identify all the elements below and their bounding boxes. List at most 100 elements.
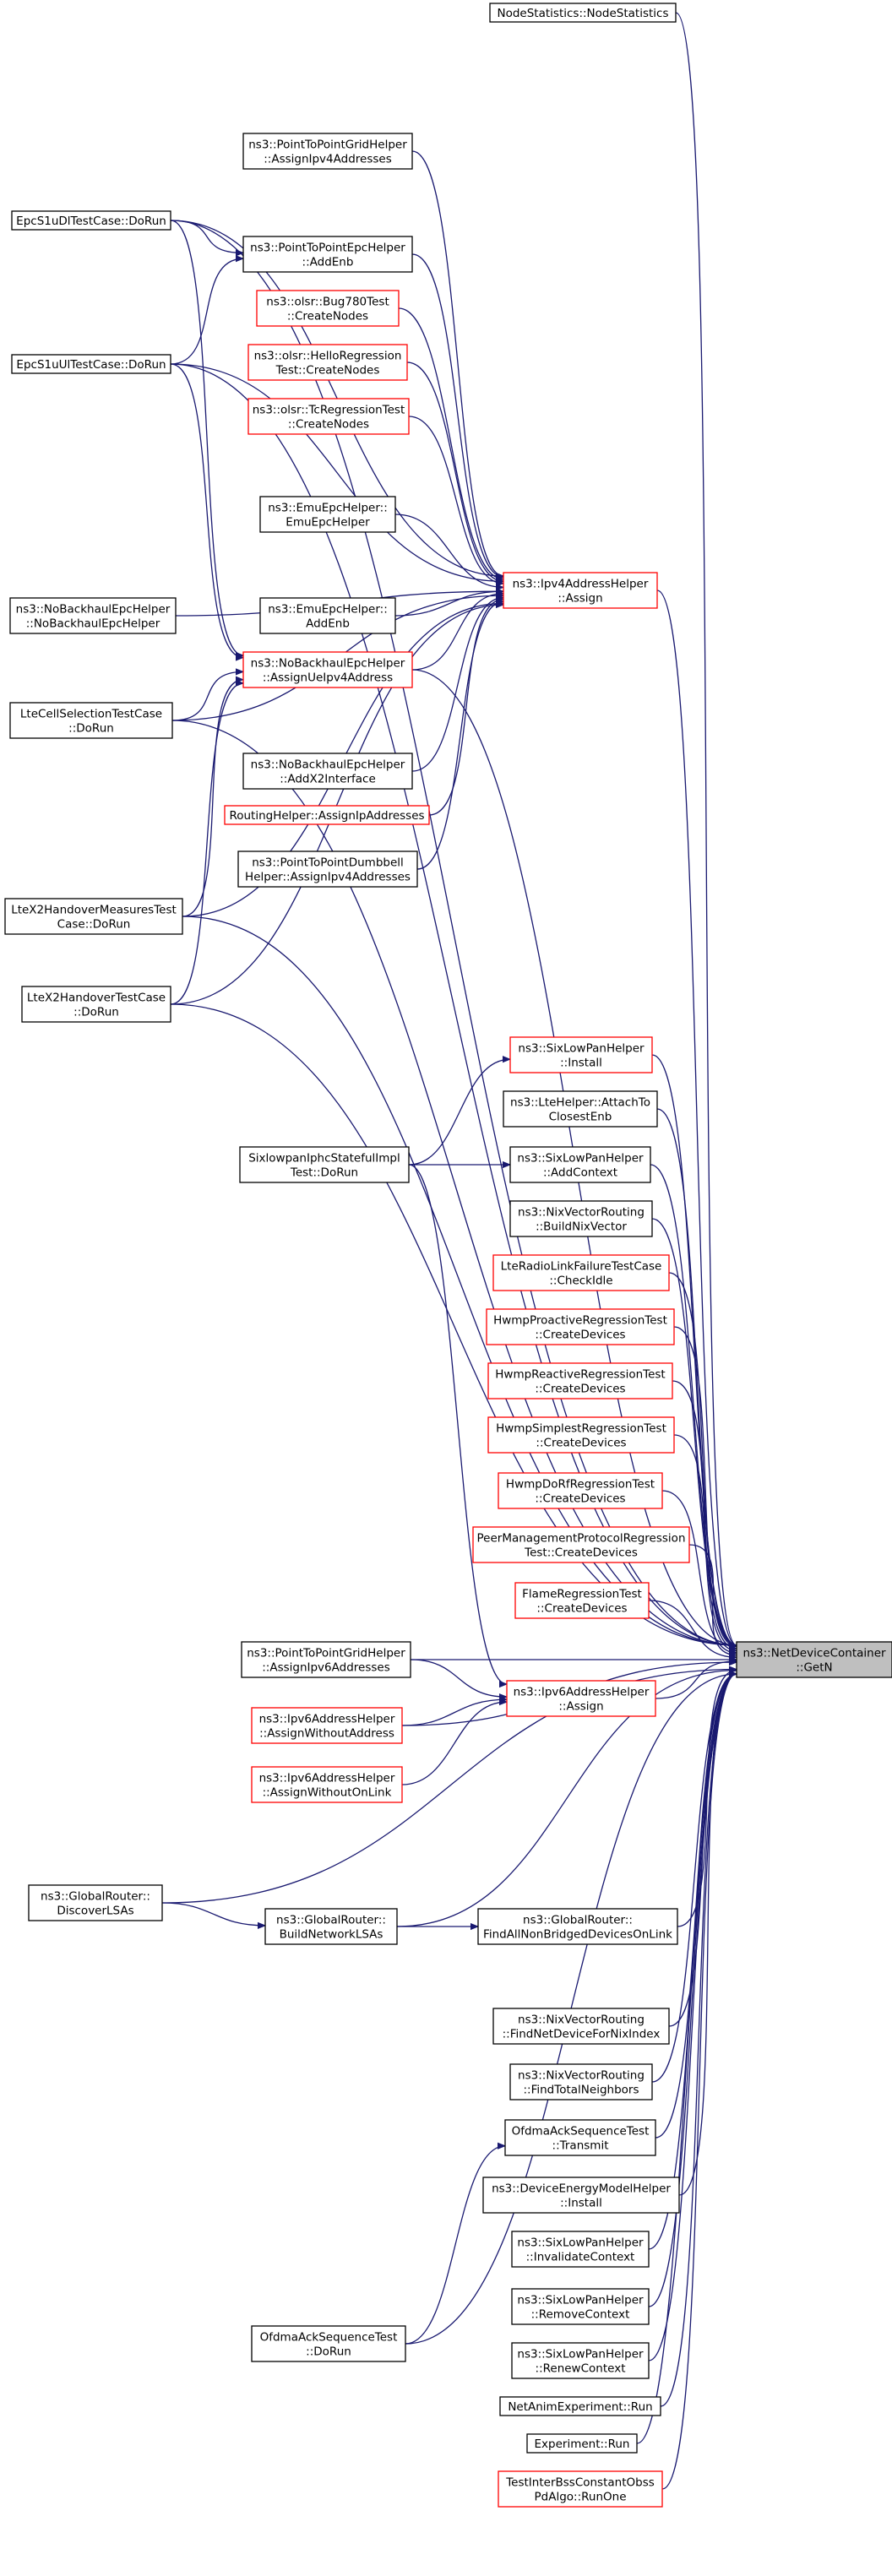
function-node-ltecell[interactable]: LteCellSelectionTestCase::DoRun: [9, 702, 173, 739]
function-node-grbuild[interactable]: ns3::GlobalRouter::BuildNetworkLSAs: [264, 1908, 398, 1945]
function-node-devenergy[interactable]: ns3::DeviceEnergyModelHelper::Install: [482, 2177, 680, 2214]
function-node-bug780[interactable]: ns3::olsr::Bug780Test::CreateNodes: [256, 290, 400, 327]
function-node-nixfinddev[interactable]: ns3::NixVectorRouting::FindNetDeviceForN…: [492, 2008, 670, 2045]
function-node-hwmpproact[interactable]: HwmpProactiveRegressionTest::CreateDevic…: [486, 1308, 675, 1345]
node-label-line: ns3::SixLowPanHelper: [518, 1042, 645, 1056]
node-label-line: PeerManagementProtocolRegression: [477, 1532, 686, 1546]
node-box: [472, 1526, 690, 1563]
node-box: [11, 210, 171, 231]
function-node-epcdl[interactable]: EpcS1uDlTestCase::DoRun: [11, 210, 171, 231]
node-box: [242, 236, 413, 273]
function-node-sixinval[interactable]: ns3::SixLowPanHelper::InvalidateContext: [511, 2231, 650, 2268]
node-label-line: ::DoRun: [68, 722, 114, 736]
call-edge-netanim-to-getn: [660, 1674, 737, 2407]
call-edge-emuctor-to-ipv4assign: [394, 514, 503, 587]
function-node-getn[interactable]: ns3::NetDeviceContainer::GetN: [736, 1641, 892, 1678]
node-label-line: ns3::Ipv6AddressHelper: [259, 1772, 395, 1785]
function-node-nixbuild[interactable]: ns3::NixVectorRouting::BuildNixVector: [509, 1200, 653, 1237]
node-box: [526, 2433, 638, 2454]
node-label-line: ::BuildNixVector: [536, 1220, 627, 1234]
function-node-ipv6assign[interactable]: ns3::Ipv6AddressHelper::Assign: [506, 1680, 656, 1717]
node-box: [492, 2008, 670, 2045]
function-node-sixrenew[interactable]: ns3::SixLowPanHelper::RenewContext: [511, 2342, 650, 2379]
function-node-rlf[interactable]: LteRadioLinkFailureTestCase::CheckIdle: [492, 1254, 670, 1291]
node-label-line: ::AssignIpv4Addresses: [264, 153, 392, 166]
function-node-peermgmt[interactable]: PeerManagementProtocolRegressionTest::Cr…: [472, 1526, 690, 1563]
function-node-tcreg[interactable]: ns3::olsr::TcRegressionTest::CreateNodes: [247, 398, 410, 435]
call-edge-epcdl-to-nobackue: [170, 220, 243, 655]
call-edge-p2pgrid6-to-ipv6assign: [410, 1659, 507, 1697]
node-label-line: ::DoRun: [73, 1006, 119, 1019]
node-box: [239, 1146, 410, 1183]
node-label-line: LteX2HandoverMeasuresTest: [11, 904, 177, 917]
function-node-emuaddenb[interactable]: ns3::EmuEpcHelper::AddEnb: [259, 597, 396, 634]
function-node-p2pgrid4[interactable]: ns3::PointToPointGridHelper::AssignIpv4A…: [242, 133, 413, 170]
function-node-x2ho[interactable]: LteX2HandoverTestCase::DoRun: [21, 986, 171, 1023]
node-label-line: NodeStatistics::NodeStatistics: [498, 7, 669, 20]
function-node-dumbbell[interactable]: ns3::PointToPointDumbbellHelper::AssignI…: [237, 851, 418, 888]
node-label-line: ns3::Ipv4AddressHelper: [513, 578, 649, 591]
node-box: [503, 1090, 658, 1128]
function-node-flame[interactable]: FlameRegressionTest::CreateDevices: [514, 1582, 650, 1619]
call-edge-x2ho-to-ipv4assign: [170, 605, 503, 1005]
node-label-line: ns3::NixVectorRouting: [518, 2069, 645, 2083]
function-node-routing[interactable]: RoutingHelper::AssignIpAddresses: [224, 805, 430, 825]
node-label-line: TestInterBssConstantObss: [505, 2476, 655, 2490]
node-label-line: EpcS1uUlTestCase::DoRun: [16, 358, 166, 372]
function-node-hwmpreact[interactable]: HwmpReactiveRegressionTest::CreateDevice…: [487, 1362, 673, 1399]
node-box: [509, 2063, 653, 2100]
call-edge-sixlowpan-to-sixinstall: [408, 1059, 510, 1166]
function-node-experiment[interactable]: Experiment::Run: [526, 2433, 638, 2454]
node-box: [498, 1472, 663, 1509]
node-box: [9, 597, 177, 634]
function-node-emuctor[interactable]: ns3::EmuEpcHelper::EmuEpcHelper: [259, 496, 396, 533]
node-box: [489, 3, 677, 23]
function-node-hwmpsimple[interactable]: HwmpSimplestRegressionTest::CreateDevice…: [487, 1416, 675, 1454]
function-node-ofdmatx[interactable]: OfdmaAckSequenceTest::Transmit: [504, 2119, 656, 2156]
function-node-nixfindtot[interactable]: ns3::NixVectorRouting::FindTotalNeighbor…: [509, 2063, 653, 2100]
node-box: [504, 2119, 656, 2156]
node-box: [21, 986, 171, 1023]
node-box: [224, 805, 430, 825]
node-box: [509, 1200, 653, 1237]
node-box: [482, 2177, 680, 2214]
function-node-sixremove[interactable]: ns3::SixLowPanHelper::RemoveContext: [511, 2288, 650, 2325]
call-edge-x2ho-to-nobackue: [170, 683, 243, 1005]
function-node-grfind[interactable]: ns3::GlobalRouter::FindAllNonBridgedDevi…: [477, 1908, 678, 1945]
node-label-line: HwmpReactiveRegressionTest: [495, 1368, 665, 1382]
function-node-netanim[interactable]: NetAnimExperiment::Run: [499, 2396, 661, 2416]
function-node-nobackx2[interactable]: ns3::NoBackhaulEpcHelper::AddX2Interface: [242, 753, 413, 790]
function-node-p2pepc[interactable]: ns3::PointToPointEpcHelper::AddEnb: [242, 236, 413, 273]
function-node-ipv4assign[interactable]: ns3::Ipv4AddressHelper::Assign: [503, 572, 658, 609]
node-box: [477, 1908, 678, 1945]
node-label-line: ns3::EmuEpcHelper::: [268, 603, 388, 617]
call-edge-rlf-to-getn: [668, 1272, 737, 1645]
function-node-sixaddctx[interactable]: ns3::SixLowPanHelper::AddContext: [509, 1146, 651, 1183]
function-node-ipv6woaddr[interactable]: ns3::Ipv6AddressHelper::AssignWithoutAdd…: [251, 1707, 403, 1744]
node-label-line: ns3::SixLowPanHelper: [517, 2236, 644, 2250]
call-edge-p2pepc-to-ipv4assign: [411, 253, 503, 577]
function-node-ofdmadorun[interactable]: OfdmaAckSequenceTest::DoRun: [251, 2325, 406, 2362]
node-label-line: ::AssignWithoutAddress: [259, 1727, 394, 1741]
node-label-line: ::CreateDevices: [535, 1383, 625, 1396]
node-label-line: ns3::PointToPointGridHelper: [247, 1647, 405, 1660]
function-node-nobackue[interactable]: ns3::NoBackhaulEpcHelper::AssignUeIpv4Ad…: [242, 651, 413, 688]
function-node-ipv6wolink[interactable]: ns3::Ipv6AddressHelper::AssignWithoutOnL…: [251, 1766, 403, 1803]
function-node-nodestats[interactable]: NodeStatistics::NodeStatistics: [489, 3, 677, 23]
node-label-line: OfdmaAckSequenceTest: [260, 2331, 398, 2345]
function-node-nobackctor[interactable]: ns3::NoBackhaulEpcHelper::NoBackhaulEpcH…: [9, 597, 177, 634]
function-node-hello[interactable]: ns3::olsr::HelloRegressionTest::CreateNo…: [247, 344, 408, 381]
function-node-grdiscover[interactable]: ns3::GlobalRouter::DiscoverLSAs: [28, 1884, 163, 1921]
node-label-line: ::DoRun: [306, 2345, 351, 2359]
function-node-epcul[interactable]: EpcS1uUlTestCase::DoRun: [11, 354, 171, 374]
node-label-line: ns3::Ipv6AddressHelper: [514, 1686, 650, 1699]
function-node-hwmpdorf[interactable]: HwmpDoRfRegressionTest::CreateDevices: [498, 1472, 663, 1509]
function-node-p2pgrid6[interactable]: ns3::PointToPointGridHelper::AssignIpv6A…: [241, 1641, 411, 1678]
node-label-line: Experiment::Run: [535, 2437, 630, 2451]
function-node-sixinstall[interactable]: ns3::SixLowPanHelper::Install: [509, 1036, 653, 1073]
call-edge-experiment-to-getn: [636, 1674, 737, 2444]
